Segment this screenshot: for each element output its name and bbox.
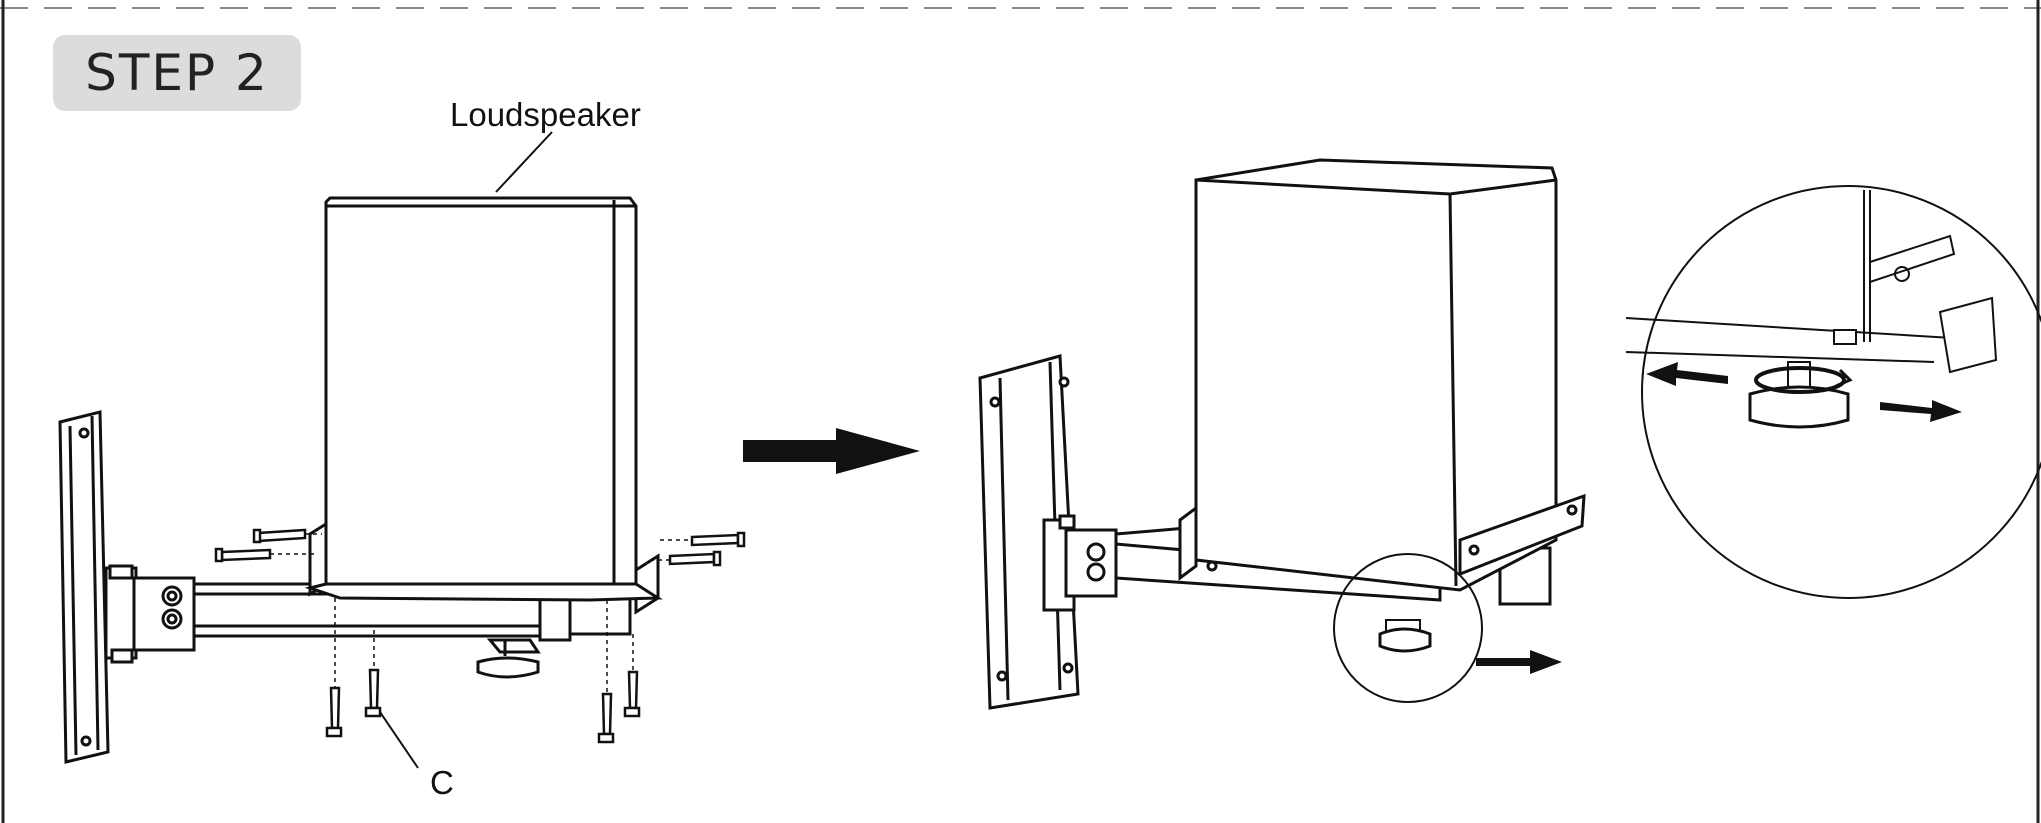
leader-lines-left [379, 131, 553, 769]
right-arrow-icon [1880, 400, 1962, 422]
zoom-circle-small [1333, 553, 1483, 703]
step-label: STEP 2 [85, 44, 269, 102]
detail-circle [1625, 185, 2041, 599]
wall-plate-left [58, 410, 110, 764]
part-c-label: C [430, 764, 454, 801]
screws-left [214, 528, 746, 744]
speaker-right [1178, 158, 1586, 592]
guide-lines-left [270, 533, 692, 694]
speaker-left [304, 196, 663, 615]
step-badge: STEP 2 [53, 35, 301, 111]
right-arrow-icon [743, 428, 920, 474]
left-arrow-icon [1646, 362, 1728, 386]
wall-plate-right [978, 354, 1080, 710]
loudspeaker-label: Loudspeaker [450, 96, 641, 133]
right-arrow-icon [1476, 650, 1562, 674]
rotate-arrow-icon [1754, 366, 1853, 394]
